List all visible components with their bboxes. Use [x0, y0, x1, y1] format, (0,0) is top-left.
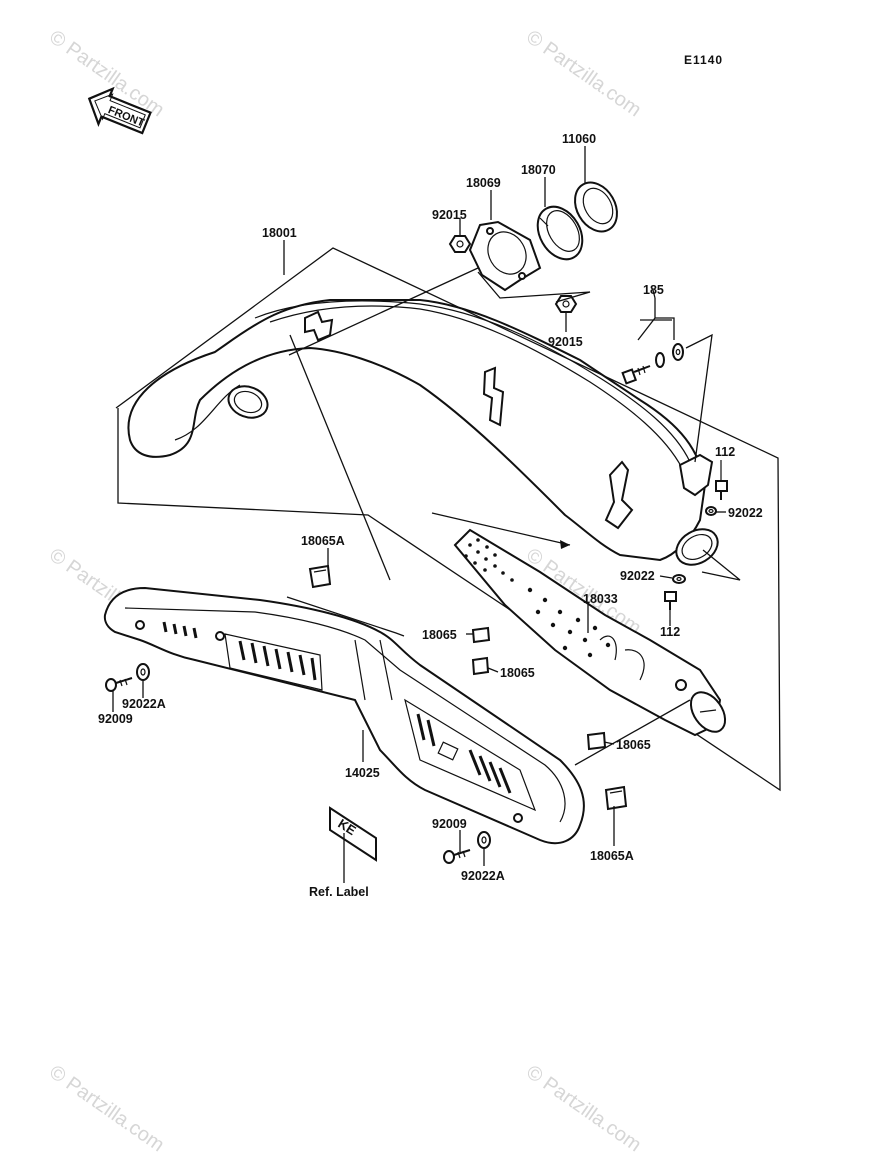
- label-14025: 14025: [345, 766, 380, 780]
- label-11060: 11060: [562, 132, 596, 146]
- assembly-outline-lower: [286, 596, 405, 637]
- label-92022-right: 92022: [728, 506, 763, 520]
- label-112-bottom: 112: [660, 625, 680, 639]
- screw-92009-left: [105, 677, 133, 692]
- bolt-112-top: [715, 460, 728, 500]
- label-18070: 18070: [521, 163, 556, 177]
- label-185: 185: [643, 283, 664, 297]
- part-labels: 18001 18069 18070 11060 92015 92015 185 …: [98, 132, 763, 899]
- label-18065-c: 18065: [616, 738, 651, 752]
- label-92022-lower: 92022: [620, 569, 655, 583]
- watermark-5: © Partzilla.com: [45, 1061, 168, 1156]
- label-112-top: 112: [715, 445, 735, 459]
- gasket-stack: [448, 181, 618, 313]
- assembly-outline-upper: [115, 247, 781, 792]
- exhaust-pipe-18001: [127, 299, 719, 566]
- ref-label-ke: KE: [329, 806, 377, 862]
- label-18069: 18069: [466, 176, 501, 190]
- insert-arrow: [431, 512, 571, 546]
- nut-92015-top: [448, 235, 472, 253]
- label-92015-bottom: 92015: [548, 335, 583, 349]
- label-18065-b: 18065: [500, 666, 535, 680]
- watermark-2: © Partzilla.com: [522, 26, 645, 121]
- label-18033: 18033: [583, 592, 618, 606]
- label-92015-top: 92015: [432, 208, 467, 222]
- label-18065A-bottom: 18065A: [590, 849, 634, 863]
- ref-label-caption: Ref. Label: [309, 885, 369, 899]
- gasket-leader: [288, 267, 479, 356]
- muffler-cover-14025: [103, 586, 585, 845]
- bolt-185: [621, 343, 684, 385]
- washer-92022A-left: [136, 663, 150, 681]
- label-18065A-top: 18065A: [301, 534, 345, 548]
- clip-18065A-bottom: [604, 785, 628, 811]
- label-92022A-left: 92022A: [122, 697, 166, 711]
- clip-18065-a: [471, 626, 491, 644]
- bolt-112-bottom: [664, 591, 677, 620]
- washer-92022-right: [705, 506, 717, 516]
- clip-18065-b: [471, 656, 490, 676]
- label-92022A-bottom: 92022A: [461, 869, 505, 883]
- clip-18065-c: [586, 731, 607, 751]
- clip-18065A-top: [308, 564, 332, 589]
- label-18001: 18001: [262, 226, 297, 240]
- label-18065-a: 18065: [422, 628, 457, 642]
- label-92009-left: 92009: [98, 712, 133, 726]
- washer-92022A-bottom: [477, 831, 491, 849]
- watermark-6: © Partzilla.com: [522, 1061, 645, 1156]
- washer-92022-lower: [672, 574, 686, 584]
- label-92009-bottom: 92009: [432, 817, 467, 831]
- leader-lines: [112, 146, 726, 883]
- screw-92009-bottom: [443, 849, 471, 864]
- diagram-code: E1140: [684, 53, 723, 67]
